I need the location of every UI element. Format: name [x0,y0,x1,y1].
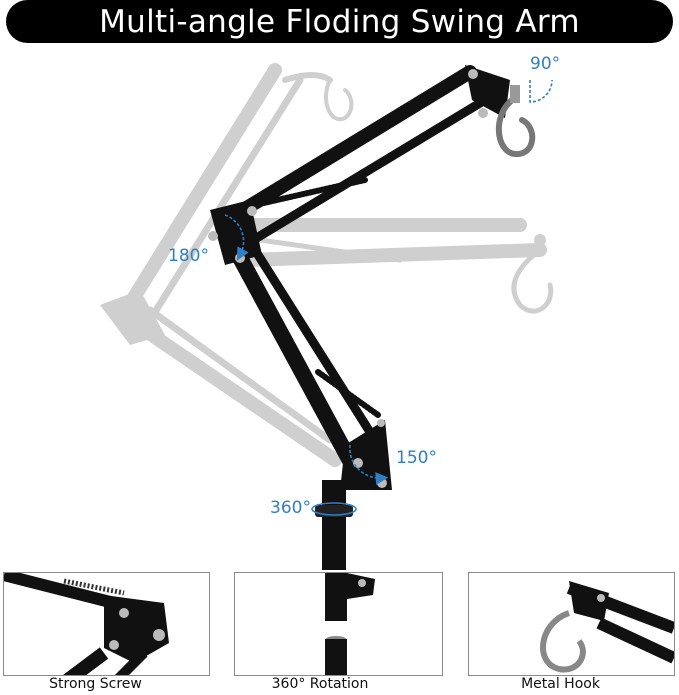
feature-caption-rotation: 360° Rotation [271,676,369,692]
angle-label-90: 90° [530,54,561,74]
feature-panel-metal-hook [468,572,675,676]
angle-label-150: 150° [396,448,437,468]
metal-hook-image [540,581,674,673]
angle-label-360: 360° [270,498,311,518]
title-banner: Multi-angle Floding Swing Arm [6,0,673,43]
ghost-arm-upper-left [100,63,354,467]
angle-label-180: 180° [168,246,209,266]
rotation-image [325,573,375,675]
angle-indicators [224,79,553,516]
strong-screw-image [4,573,169,675]
feature-caption-strong-screw: Strong Screw [49,676,142,692]
feature-caption-metal-hook: Metal Hook [521,676,600,692]
page-title: Multi-angle Floding Swing Arm [99,3,580,40]
main-arm [208,65,536,570]
swing-arm-illustration [100,63,554,570]
feature-panel-strong-screw [3,572,210,676]
feature-panel-rotation [234,572,443,676]
